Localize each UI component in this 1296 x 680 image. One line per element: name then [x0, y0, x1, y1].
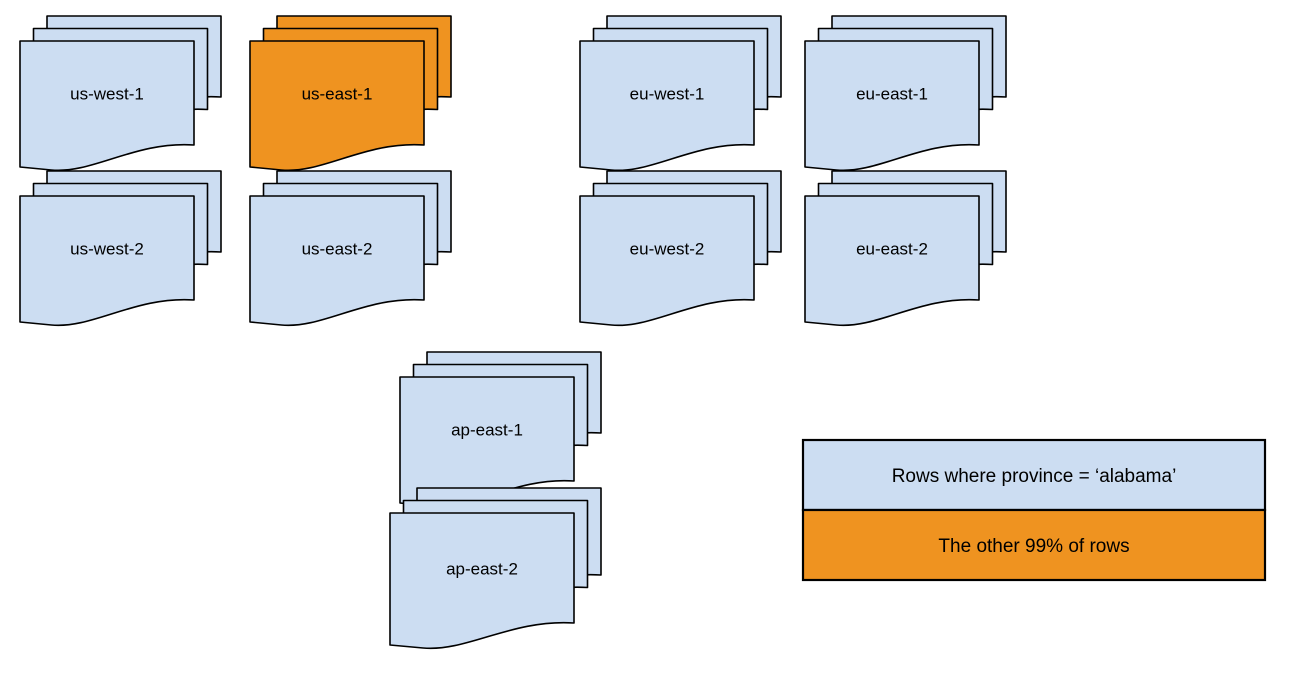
document-stack-label: eu-west-1	[630, 84, 705, 103]
stack-sheet-front	[249, 195, 425, 327]
document-stack-ap-east-2[interactable]: ap-east-2	[389, 487, 602, 650]
document-stack-label: us-east-2	[302, 239, 373, 258]
document-stack-label: us-west-2	[70, 239, 144, 258]
legend-label-legend-matching: Rows where province = ‘alabama’	[892, 466, 1177, 487]
document-stack-eu-east-2[interactable]: eu-east-2	[804, 170, 1007, 327]
document-stack-eu-west-1[interactable]: eu-west-1	[579, 15, 782, 172]
document-stack-eu-east-1[interactable]: eu-east-1	[804, 15, 1007, 172]
document-stack-label: ap-east-1	[451, 420, 523, 439]
legend-label-legend-other: The other 99% of rows	[938, 536, 1129, 557]
document-stack-us-east-1[interactable]: us-east-1	[249, 15, 452, 172]
legend-swatch-legend-other	[801, 508, 1267, 582]
document-stack-label: eu-west-2	[630, 239, 705, 258]
stack-sheet-front	[399, 376, 575, 508]
stack-sheet-front	[804, 195, 980, 327]
document-stack-eu-west-2[interactable]: eu-west-2	[579, 170, 782, 327]
legend-group: Rows where province = ‘alabama’ The other…	[801, 438, 1267, 582]
document-stack-label: eu-east-2	[856, 239, 928, 258]
document-stack-ap-east-1[interactable]: ap-east-1	[399, 351, 602, 508]
stack-sheet-front	[804, 40, 980, 172]
legend-swatch-legend-matching	[801, 438, 1267, 512]
stack-sheet-front	[579, 195, 755, 327]
stack-sheet-front	[249, 40, 425, 172]
stack-sheet-front	[19, 195, 195, 327]
stack-sheet-front	[579, 40, 755, 172]
stack-sheet-front	[19, 40, 195, 172]
document-stack-label: eu-east-1	[856, 84, 928, 103]
document-stack-us-west-2[interactable]: us-west-2	[19, 170, 222, 327]
document-stack-label: ap-east-2	[446, 559, 518, 578]
stack-sheet-front	[389, 512, 575, 650]
document-stack-label: us-east-1	[302, 84, 373, 103]
document-stacks-group: us-west-1 us-east-1 eu-west-1 eu-east-1 us-w…	[19, 15, 1007, 650]
document-stack-us-west-1[interactable]: us-west-1	[19, 15, 222, 172]
document-stack-label: us-west-1	[70, 84, 144, 103]
document-stack-us-east-2[interactable]: us-east-2	[249, 170, 452, 327]
